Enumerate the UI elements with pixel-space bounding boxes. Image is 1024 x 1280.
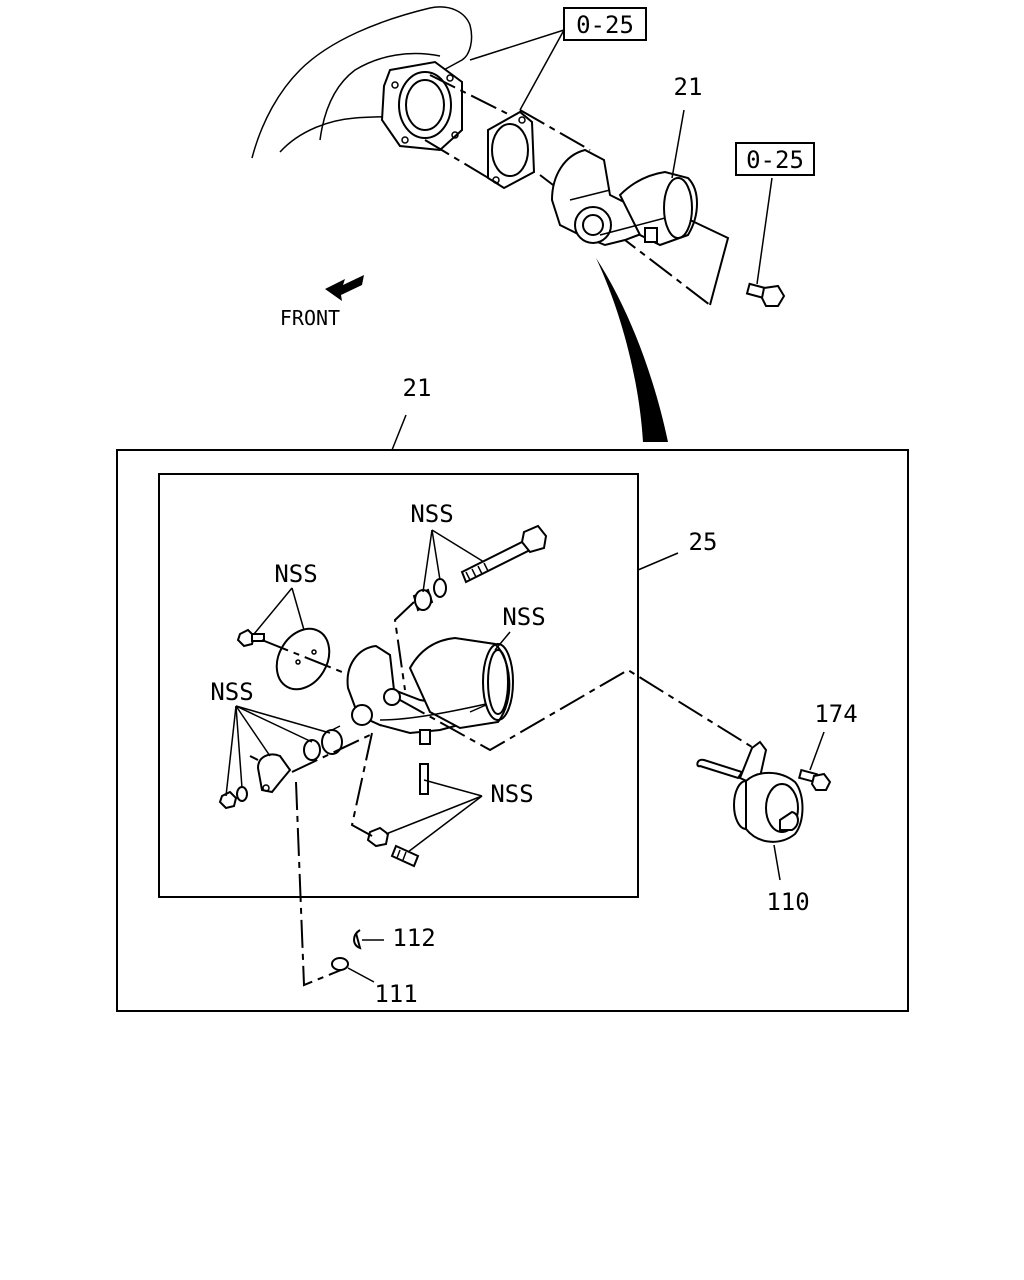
nss-label-upper: NSS (410, 500, 453, 528)
arrow-down-left-icon (325, 275, 364, 301)
spring-washer-upper (433, 578, 447, 598)
nss-label-body: NSS (502, 603, 545, 631)
engine-block-outline (251, 6, 473, 159)
clip-pin (353, 929, 362, 950)
part-21-box-label: 21 (403, 374, 432, 402)
inner-detail-frame (158, 473, 639, 898)
ref-top-leader-2 (519, 29, 565, 111)
detail-line-lever (291, 734, 371, 773)
part-21-top-leader (671, 109, 685, 179)
part-110-label: 110 (766, 888, 809, 916)
collar-middle (321, 725, 343, 755)
ref-top-text: 0-25 (576, 11, 634, 39)
valve-lever (249, 753, 292, 794)
front-label: FRONT (280, 306, 340, 330)
plain-washer (331, 957, 349, 971)
top-center-line-1 (429, 74, 511, 116)
long-bolt (460, 524, 548, 584)
spring-washer-lower (236, 786, 248, 802)
nss-leaders (225, 529, 511, 853)
part-25-label: 25 (689, 528, 718, 556)
ref-top-leader-1 (469, 29, 565, 61)
outer-detail-frame (116, 449, 909, 1012)
part-110-leader (773, 844, 781, 881)
small-nut (218, 790, 238, 810)
part-21-top-label: 21 (674, 73, 703, 101)
detail-line-lower (350, 732, 373, 837)
ref-box-top: 0-25 (563, 7, 647, 41)
nss-label-lower: NSS (490, 780, 533, 808)
part-25-leader (637, 552, 679, 571)
top-bracket-line (689, 219, 730, 306)
part-111-label: 111 (374, 980, 417, 1008)
nss-label-lever: NSS (210, 678, 253, 706)
valve-plate (275, 627, 331, 691)
threaded-stud-lower (390, 844, 420, 868)
ref-box-right: 0-25 (735, 142, 815, 176)
top-bolt-leader (756, 177, 773, 285)
detail-line-to-washer (295, 781, 347, 987)
nut-lower (366, 826, 390, 848)
part-112-label: 112 (392, 924, 435, 952)
part-111-leader (347, 967, 375, 983)
top-assembly (251, 6, 786, 442)
detail-line-upper (393, 601, 415, 691)
exhaust-brake-valve-top (550, 148, 698, 247)
plate-center-line (261, 639, 353, 677)
stud-lower (419, 763, 429, 795)
nss-label-plate: NSS (274, 560, 317, 588)
part-174-leader (809, 731, 825, 771)
top-center-line-3 (519, 109, 591, 151)
plate-bolt (236, 628, 265, 648)
washer-middle (303, 739, 321, 761)
exhaust-flange (380, 60, 463, 152)
top-center-line-2 (424, 139, 501, 186)
ref-right-text: 0-25 (746, 146, 804, 174)
gasket (487, 110, 536, 190)
top-bolt (745, 282, 786, 307)
part-174-label: 174 (814, 700, 857, 728)
detail-line-to-actuator (399, 668, 761, 753)
part-21-box-leader (391, 414, 407, 451)
engine-block-contour-2 (319, 52, 441, 141)
actuator-bolt (798, 768, 832, 791)
detail-callout-wedge (596, 258, 668, 442)
collar-upper (412, 588, 434, 612)
vacuum-actuator (696, 740, 804, 843)
valve-body (346, 636, 514, 745)
